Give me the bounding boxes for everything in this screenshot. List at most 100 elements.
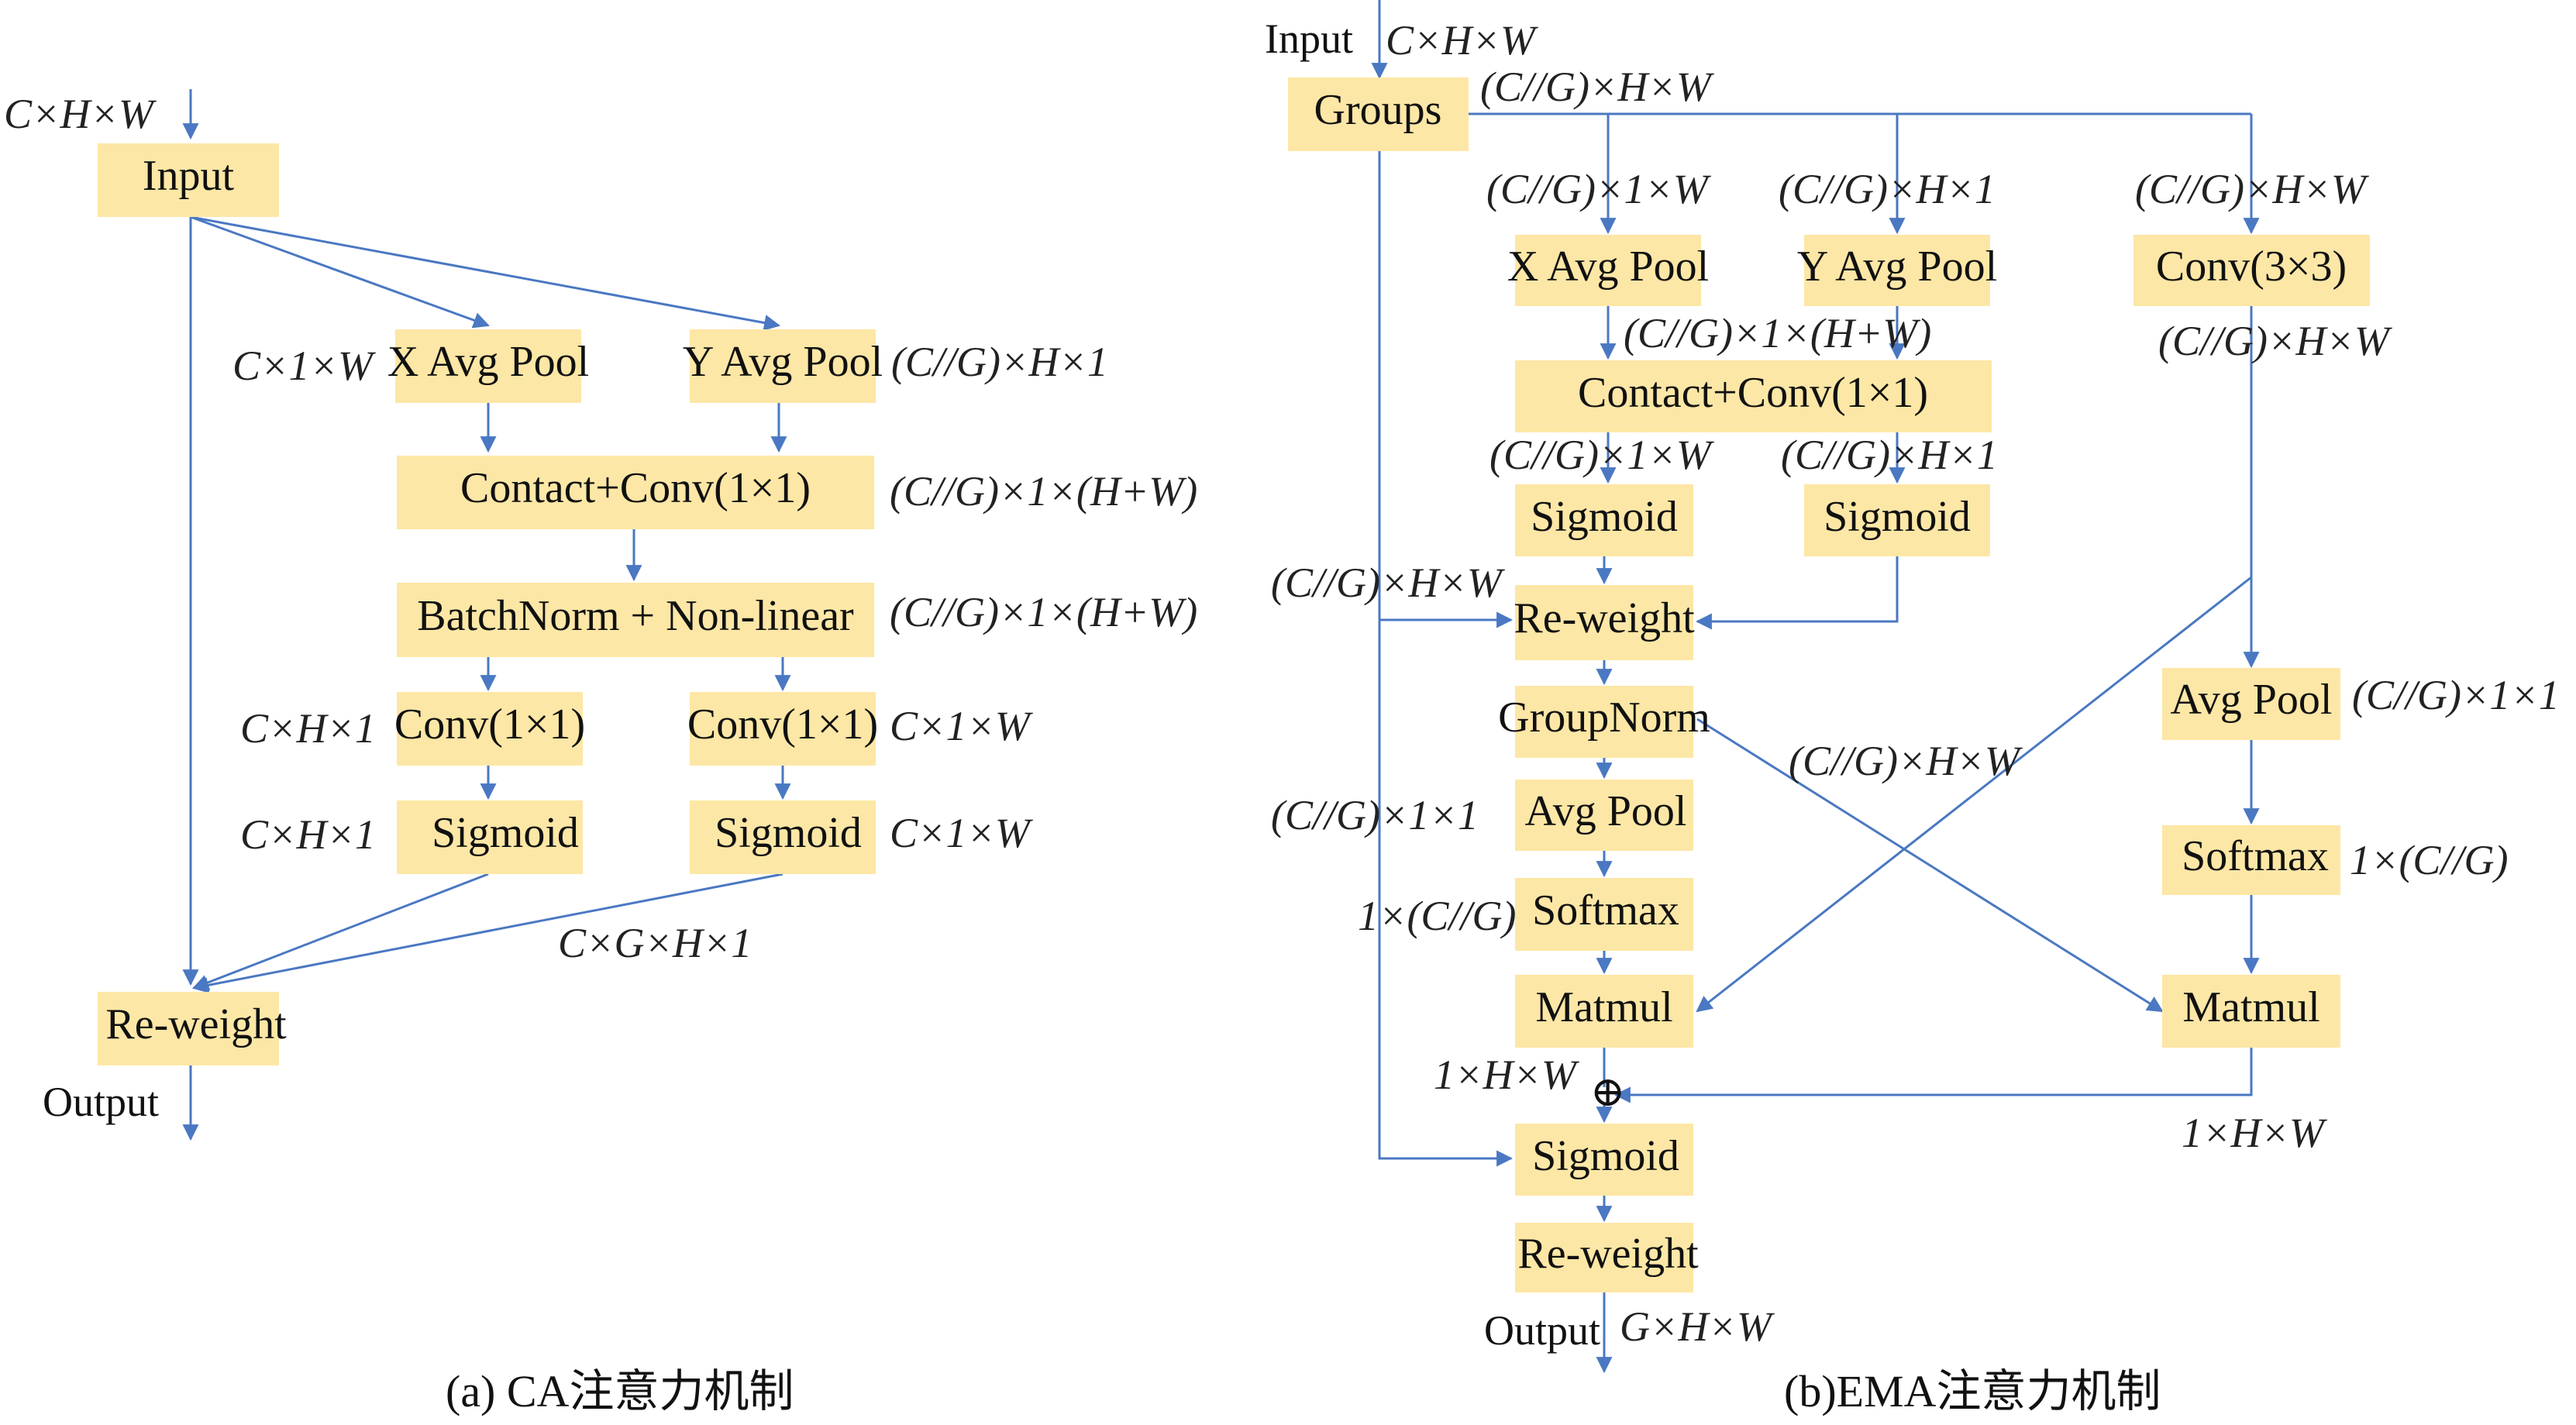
- a-node-conv-left: Conv(1×1): [394, 692, 585, 766]
- a-dim-concat-conv: (C//G)×1×(H+W): [890, 468, 1197, 515]
- b-node-reweight-bottom-label: Re-weight: [1517, 1230, 1699, 1278]
- b-node-avgpool-left: Avg Pool: [1515, 780, 1693, 851]
- b-node-concat-conv-label: Contact+Conv(1×1): [1578, 369, 1928, 417]
- b-node-matmul-right: Matmul: [2162, 975, 2340, 1048]
- a-node-conv-left-label: Conv(1×1): [394, 700, 585, 749]
- a-node-reweight-label: Re-weight: [105, 1000, 287, 1048]
- b-edge-cross-to-matmul-left: [1696, 576, 2252, 1013]
- b-edge-sigright-reweight: [1695, 556, 1899, 630]
- b-node-groups: Groups: [1288, 77, 1469, 151]
- a-dim-conv-left: C×H×1: [240, 705, 376, 752]
- a-node-concat-conv: Contact+Conv(1×1): [397, 456, 874, 529]
- a-node-conv-right-label: Conv(1×1): [687, 700, 878, 749]
- a-edge-sigleft-reweight: [192, 873, 489, 990]
- a-caption: (a) CA注意力机制: [446, 1366, 794, 1416]
- b-node-softmax-right: Softmax: [2162, 825, 2340, 895]
- b-node-matmul-right-label: Matmul: [2182, 983, 2319, 1031]
- b-edge-matmulr-plus: [1613, 1048, 2253, 1103]
- b-dim-conv3-out: (C//G)×H×W: [2158, 318, 2393, 364]
- b-dim-matmul-right: 1×H×W: [2182, 1110, 2328, 1156]
- a-dim-sigmoid-right: C×1×W: [890, 810, 1034, 856]
- a-edge-input-xpool: [190, 215, 490, 329]
- a-dim-sigmoid-left: C×H×1: [240, 811, 376, 858]
- a-node-reweight: Re-weight: [98, 992, 287, 1065]
- b-node-y-avg-pool: Y Avg Pool: [1797, 235, 1997, 306]
- b-dim-sigleft-in: (C//G)×1×W: [1489, 432, 1715, 478]
- b-dim-groups: (C//G)×H×W: [1480, 64, 1715, 110]
- b-node-sigmoid-bottom-label: Sigmoid: [1532, 1132, 1679, 1180]
- b-dim-softmax-right: 1×(C//G): [2350, 837, 2508, 883]
- b-edge-cross-to-matmul-right: [1696, 718, 2164, 1013]
- b-edge-skip-sigmoid: [1378, 151, 1514, 1167]
- b-node-avgpool-right-label: Avg Pool: [2171, 676, 2333, 724]
- b-dim-sigright-in: (C//G)×H×1: [1781, 432, 1998, 478]
- b-dim-conv3-in: (C//G)×H×W: [2135, 166, 2370, 212]
- b-node-sigmoid-left: Sigmoid: [1515, 484, 1693, 556]
- a-node-x-avg-pool: X Avg Pool: [387, 329, 589, 403]
- panel-a-labels: C×H×W C×1×W (C//G)×H×1 (C//G)×1×(H+W) (C…: [4, 91, 1197, 1416]
- b-node-x-avg-pool-label: X Avg Pool: [1507, 243, 1709, 291]
- a-node-batchnorm: BatchNorm + Non-linear: [397, 583, 874, 657]
- b-node-concat-conv: Contact+Conv(1×1): [1515, 360, 1992, 432]
- b-dim-reweight-in: (C//G)×H×W: [1271, 559, 1506, 606]
- b-dim-input: C×H×W: [1386, 17, 1539, 64]
- b-node-softmax-left-label: Softmax: [1532, 886, 1679, 935]
- a-node-input: Input: [98, 143, 279, 217]
- b-dim-output: G×H×W: [1620, 1303, 1775, 1350]
- panel-b-edges: [1371, 0, 2260, 1374]
- a-dim-y-pool: (C//G)×H×1: [891, 339, 1108, 385]
- a-output-label: Output: [43, 1079, 159, 1125]
- b-node-avgpool-right: Avg Pool: [2162, 668, 2340, 740]
- b-output-label: Output: [1484, 1307, 1600, 1354]
- b-caption: (b)EMA注意力机制: [1784, 1366, 2161, 1416]
- a-dim-x-pool: C×1×W: [232, 342, 377, 389]
- b-node-reweight-top: Re-weight: [1514, 585, 1695, 660]
- b-dim-ypool-in: (C//G)×H×1: [1779, 166, 1996, 212]
- a-node-x-avg-pool-label: X Avg Pool: [387, 338, 589, 386]
- a-node-sigmoid-right: Sigmoid: [690, 800, 876, 874]
- b-node-conv3: Conv(3×3): [2133, 235, 2370, 306]
- b-node-sigmoid-bottom: Sigmoid: [1515, 1124, 1693, 1196]
- a-dim-merge: C×G×H×1: [558, 920, 752, 966]
- a-node-conv-right: Conv(1×1): [687, 692, 878, 766]
- b-plus-symbol: ⊕: [1590, 1069, 1625, 1115]
- a-node-y-avg-pool-label: Y Avg Pool: [683, 338, 883, 386]
- b-dim-concat-in: (C//G)×1×(H+W): [1624, 310, 1931, 356]
- b-node-avgpool-left-label: Avg Pool: [1525, 787, 1687, 835]
- b-dim-matmul-left: 1×H×W: [1434, 1052, 1580, 1098]
- b-node-matmul-left: Matmul: [1515, 975, 1693, 1048]
- b-node-sigmoid-right: Sigmoid: [1804, 484, 1990, 556]
- panel-a-nodes: Input X Avg Pool Y Avg Pool Contact+Conv…: [98, 143, 883, 1065]
- b-node-conv3-label: Conv(3×3): [2156, 243, 2347, 291]
- b-node-groupnorm-label: GroupNorm: [1498, 694, 1710, 742]
- a-dim-conv-right: C×1×W: [890, 703, 1034, 749]
- a-edge-sigright-reweight: [191, 873, 783, 993]
- panel-b-nodes: Groups X Avg Pool Y Avg Pool Conv(3×3) C…: [1288, 77, 2370, 1292]
- b-node-y-avg-pool-label: Y Avg Pool: [1797, 243, 1997, 291]
- a-node-sigmoid-left: Sigmoid: [397, 800, 583, 874]
- b-node-sigmoid-right-label: Sigmoid: [1824, 493, 1971, 541]
- a-node-concat-conv-label: Contact+Conv(1×1): [460, 464, 811, 512]
- b-dim-avgpool-right: (C//G)×1×1: [2352, 672, 2560, 718]
- a-node-batchnorm-label: BatchNorm + Non-linear: [417, 592, 854, 640]
- a-dim-batchnorm: (C//G)×1×(H+W): [890, 589, 1197, 635]
- a-dim-input: C×H×W: [4, 91, 157, 137]
- b-dim-xpool-in: (C//G)×1×W: [1486, 166, 1712, 212]
- a-node-y-avg-pool: Y Avg Pool: [683, 329, 883, 403]
- b-node-softmax-left: Softmax: [1515, 878, 1693, 951]
- a-node-sigmoid-right-label: Sigmoid: [715, 809, 862, 857]
- a-node-sigmoid-left-label: Sigmoid: [432, 809, 579, 857]
- b-node-x-avg-pool: X Avg Pool: [1507, 235, 1709, 306]
- b-input-label: Input: [1265, 15, 1353, 62]
- panel-b-labels: Input C×H×W (C//G)×H×W (C//G)×1×W (C//G)…: [1265, 15, 2560, 1416]
- b-node-reweight-top-label: Re-weight: [1514, 594, 1695, 642]
- b-node-reweight-bottom: Re-weight: [1515, 1223, 1699, 1292]
- b-node-groupnorm: GroupNorm: [1498, 686, 1710, 758]
- b-dim-avgpool-left: (C//G)×1×1: [1271, 792, 1479, 838]
- b-node-matmul-left-label: Matmul: [1535, 983, 1672, 1031]
- a-edge-input-ypool: [190, 215, 781, 331]
- b-node-groups-label: Groups: [1314, 86, 1442, 134]
- a-node-input-label: Input: [143, 152, 235, 200]
- panel-a-edges: [182, 89, 791, 1141]
